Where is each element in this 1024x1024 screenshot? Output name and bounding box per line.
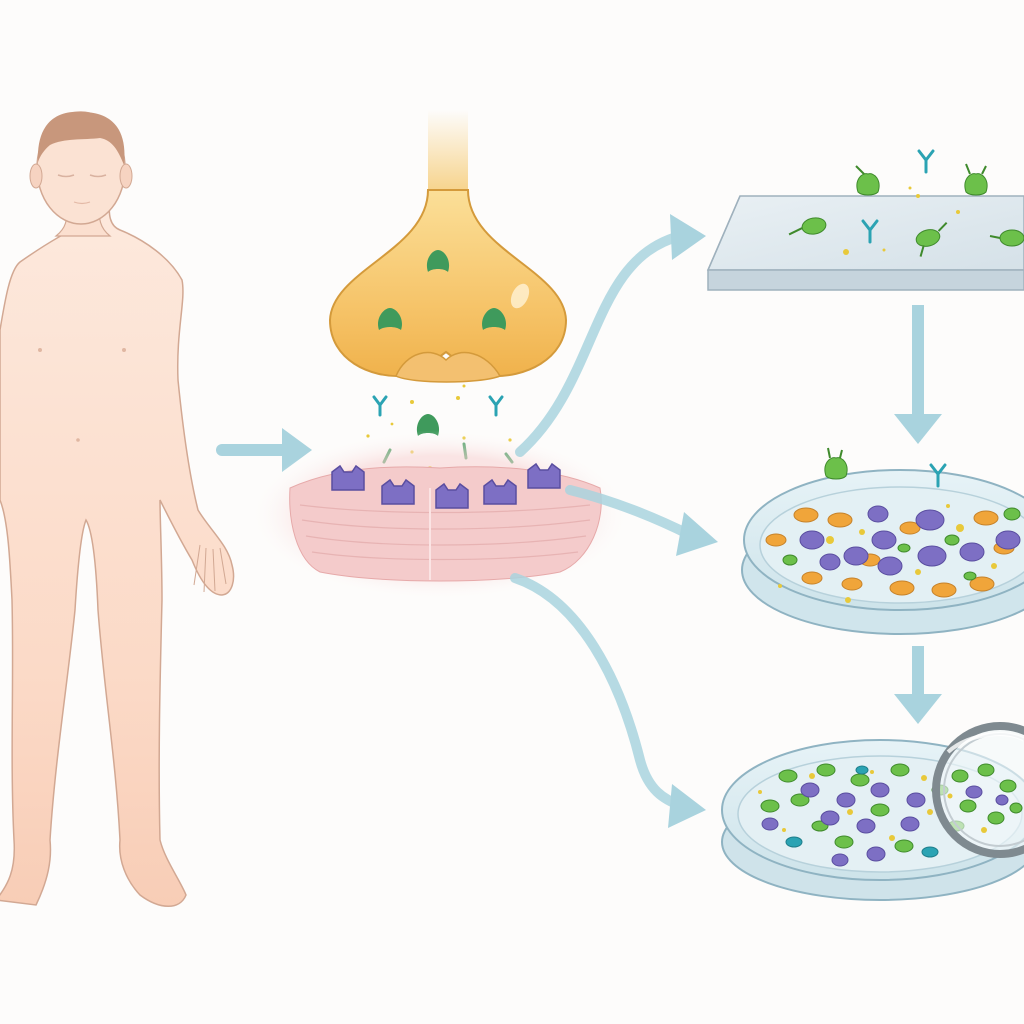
- slide-particles: [788, 149, 1024, 257]
- antibody-y-icon: [861, 219, 879, 244]
- arrow-slide-to-dish: [894, 305, 942, 444]
- assay-particles: [758, 763, 965, 867]
- receptor-icon: [483, 478, 517, 505]
- neurotransmitter-icon: [915, 221, 948, 257]
- muscle-membrane: [250, 430, 630, 600]
- antibody-y-icon: [488, 395, 504, 417]
- petri-dish-icon: [741, 447, 1024, 635]
- arrow-synapse-to-assay: [510, 573, 706, 828]
- neurotransmitter-icon: [378, 308, 402, 330]
- receptor-icon: [381, 478, 415, 505]
- arrow-synapse-to-slide: [515, 214, 706, 457]
- arrow-synapse-to-dish: [565, 485, 718, 556]
- neurotransmitter-icon: [482, 308, 506, 330]
- arrow-body-to-synapse: [216, 428, 312, 472]
- nerve-terminal-icon: [328, 110, 568, 383]
- neurotransmitter-icon: [824, 447, 848, 480]
- antibody-y-icon: [372, 395, 388, 417]
- glass-slide-icon: [706, 149, 1024, 291]
- arrow-dish-to-assay: [894, 646, 942, 724]
- antibody-y-icon: [929, 463, 947, 488]
- neurotransmitter-vesicles: [378, 250, 506, 330]
- human-body-icon: [0, 111, 235, 907]
- neurotransmitter-icon: [426, 250, 450, 272]
- neurotransmitter-icon: [964, 163, 988, 196]
- receptor-icon: [527, 462, 561, 489]
- antibody-y-icon: [917, 149, 935, 174]
- magnifying-glass-icon: [932, 722, 1024, 858]
- receptors: [331, 462, 561, 509]
- neurotransmitter-icon: [788, 217, 827, 236]
- neurotransmitter-icon: [855, 165, 880, 196]
- cell-culture-particles: [765, 504, 1021, 603]
- receptor-icon: [331, 464, 365, 491]
- receptor-icon: [435, 482, 469, 509]
- neurotransmitter-icon: [989, 229, 1024, 247]
